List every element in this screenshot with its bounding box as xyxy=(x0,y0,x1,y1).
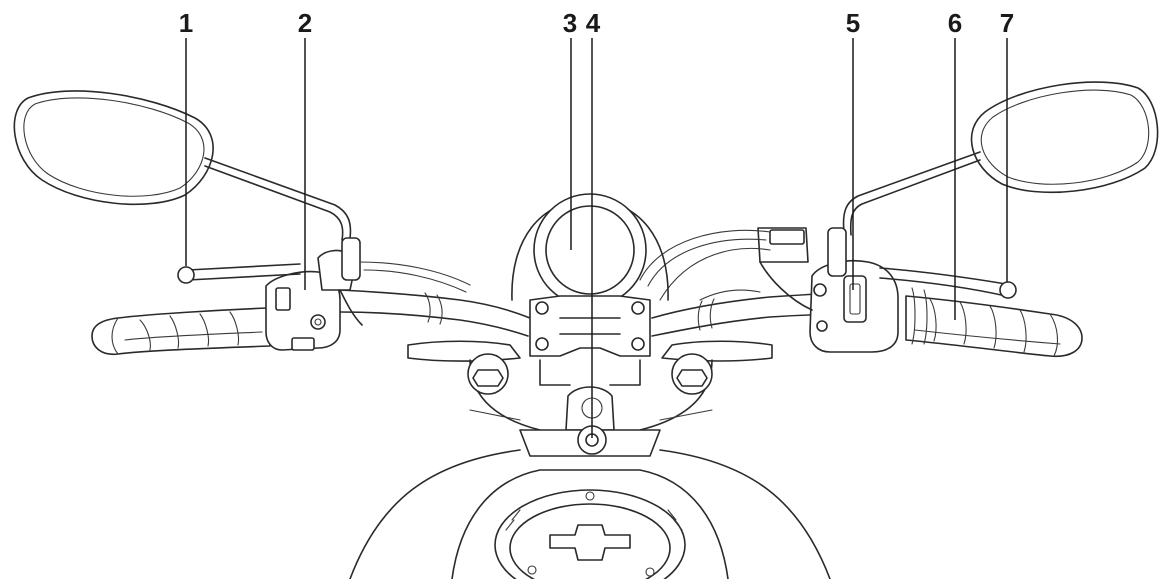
right-grip xyxy=(905,295,1083,358)
leader-lines xyxy=(185,38,1008,438)
callout-7: 7 xyxy=(1000,8,1014,38)
throttle-grip xyxy=(911,287,928,345)
callout-1: 1 xyxy=(179,8,193,38)
callout-2: 2 xyxy=(298,8,312,38)
meter-unit xyxy=(511,193,669,307)
callout-4: 4 xyxy=(586,8,601,38)
left-switch-housing xyxy=(265,237,363,351)
control-cables xyxy=(359,229,771,301)
main-switch xyxy=(519,386,661,457)
callout-3: 3 xyxy=(563,8,577,38)
callout-numbers: 1 2 3 4 5 6 7 xyxy=(179,8,1014,38)
left-grip xyxy=(91,307,271,356)
right-switch-housing xyxy=(757,227,899,353)
right-mirror xyxy=(842,81,1159,236)
fuel-tank xyxy=(349,449,831,579)
callout-6: 6 xyxy=(948,8,962,38)
clutch-lever xyxy=(177,263,301,284)
upper-bracket xyxy=(407,340,773,431)
front-brake-lever xyxy=(879,267,1017,299)
left-mirror xyxy=(13,90,352,241)
callout-5: 5 xyxy=(846,8,860,38)
handlebar-clamp xyxy=(529,295,651,357)
